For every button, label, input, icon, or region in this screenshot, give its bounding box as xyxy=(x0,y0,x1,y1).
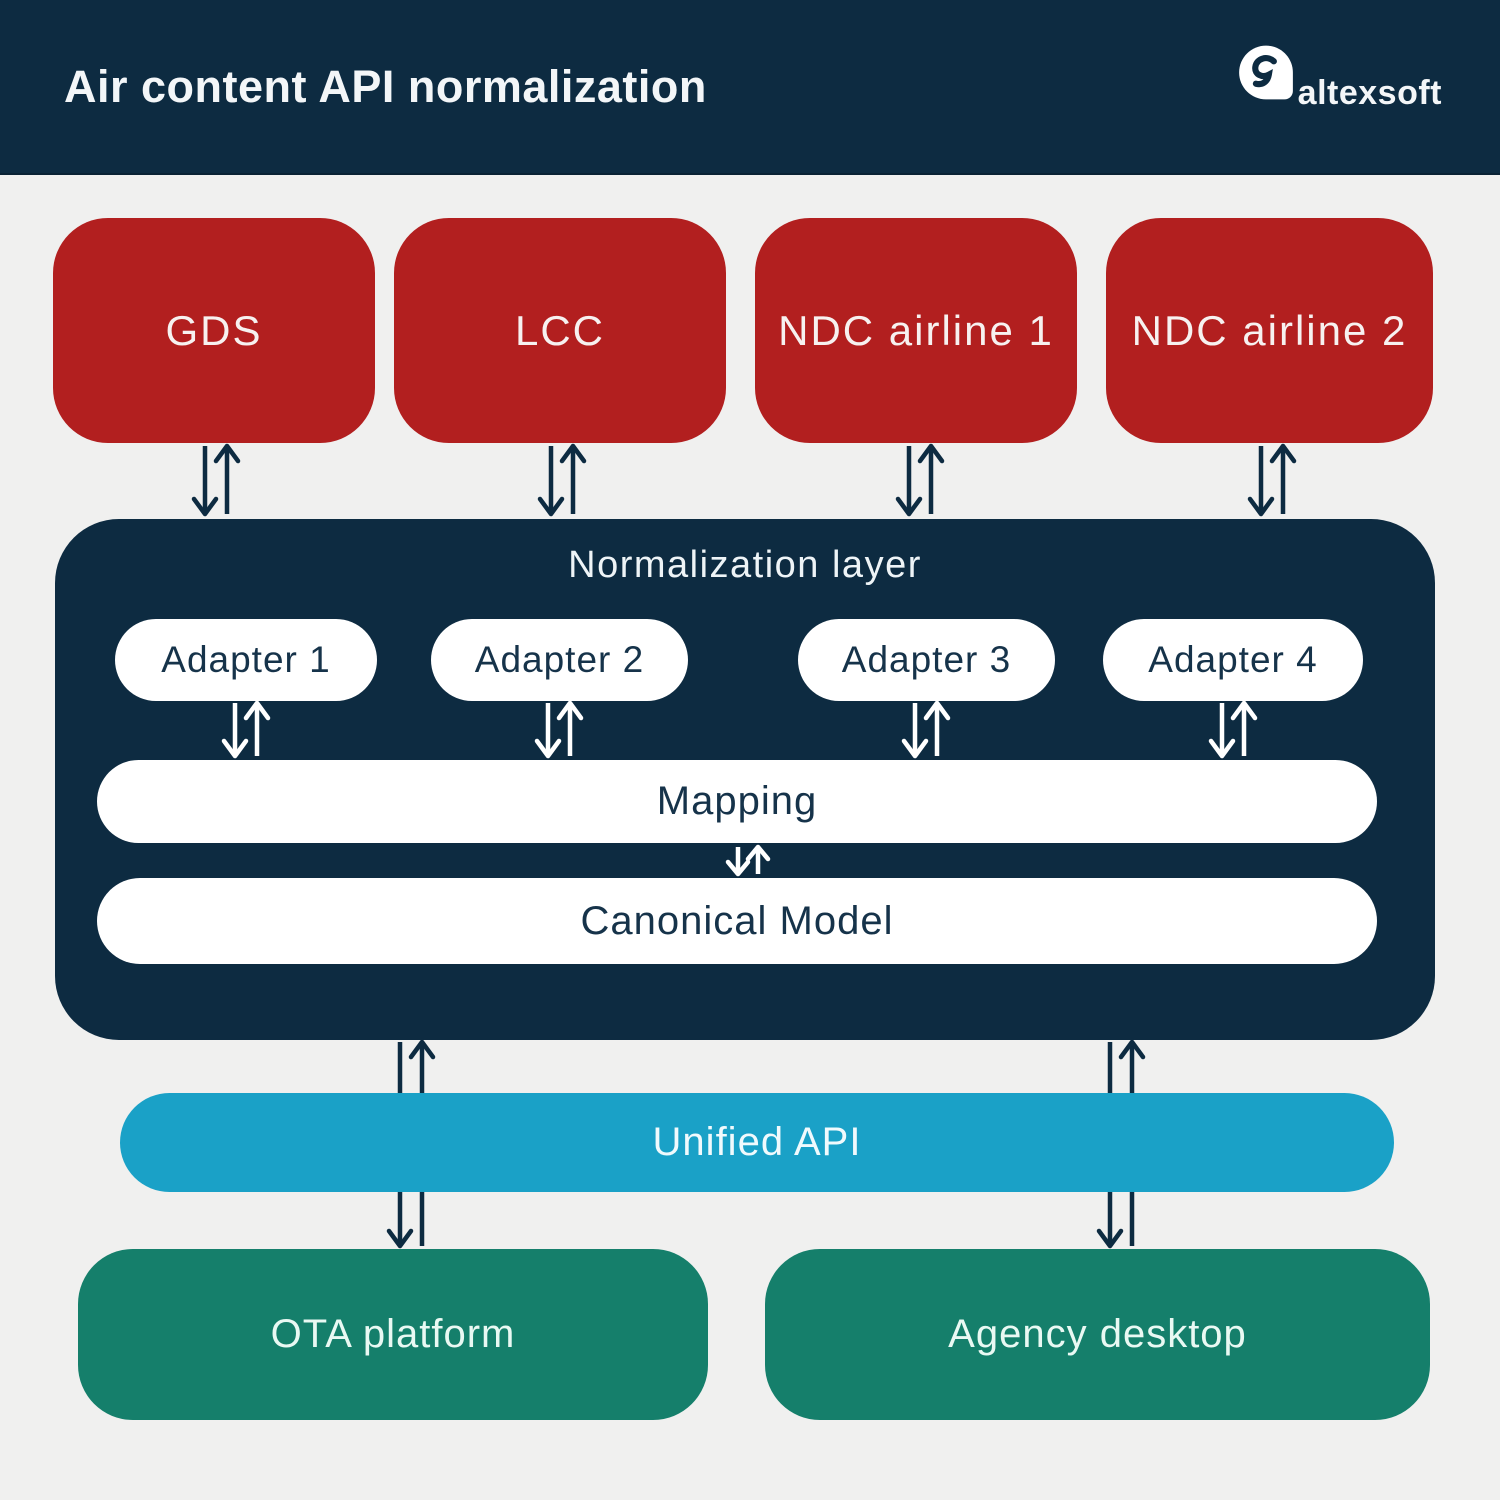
unified-api-bar: Unified API xyxy=(120,1093,1394,1192)
source-label: GDS xyxy=(165,306,263,354)
normalization-layer-label: Normalization layer xyxy=(568,544,922,586)
adapter-3-pill: Adapter 3 xyxy=(798,619,1055,701)
mapping-label: Mapping xyxy=(656,779,818,823)
canonical-model-label: Canonical Model xyxy=(580,898,894,943)
consumer-box-ota-platform: OTA platform xyxy=(78,1249,708,1420)
source-box-ndc-airline-1: NDC airline 1 xyxy=(755,218,1077,443)
source-box-ndc-airline-2: NDC airline 2 xyxy=(1106,218,1433,443)
header: Air content API normalization altexsoft xyxy=(0,0,1500,175)
brand-name: altexsoft xyxy=(1297,74,1442,112)
source-label: NDC airline 1 xyxy=(778,306,1054,354)
altexsoft-logo-icon xyxy=(1238,45,1293,100)
normalization-layer-title: Normalization layer xyxy=(55,544,1435,587)
adapter-label: Adapter 3 xyxy=(841,639,1012,680)
page-title: Air content API normalization xyxy=(64,60,707,112)
consumer-label: Agency desktop xyxy=(948,1312,1247,1356)
bidirectional-arrow xyxy=(191,443,241,517)
canonical-model-bar: Canonical Model xyxy=(97,878,1377,964)
bidirectional-arrow xyxy=(537,443,587,517)
consumer-label: OTA platform xyxy=(270,1312,516,1356)
source-box-lcc: LCC xyxy=(394,218,726,443)
unified-api-label: Unified API xyxy=(652,1120,862,1164)
source-box-gds: GDS xyxy=(53,218,375,443)
source-label: NDC airline 2 xyxy=(1131,306,1408,354)
adapter-label: Adapter 4 xyxy=(1148,639,1318,680)
bidirectional-arrow xyxy=(895,443,945,517)
adapter-1-pill: Adapter 1 xyxy=(115,619,377,701)
adapter-4-pill: Adapter 4 xyxy=(1103,619,1363,701)
consumer-box-agency-desktop: Agency desktop xyxy=(765,1249,1430,1420)
adapter-label: Adapter 1 xyxy=(161,639,331,680)
bidirectional-arrow xyxy=(1247,443,1297,517)
adapter-label: Adapter 2 xyxy=(474,639,645,680)
brand-logo: altexsoft xyxy=(1238,44,1442,112)
source-label: LCC xyxy=(514,306,606,354)
mapping-bar: Mapping xyxy=(97,760,1377,843)
adapter-2-pill: Adapter 2 xyxy=(431,619,688,701)
